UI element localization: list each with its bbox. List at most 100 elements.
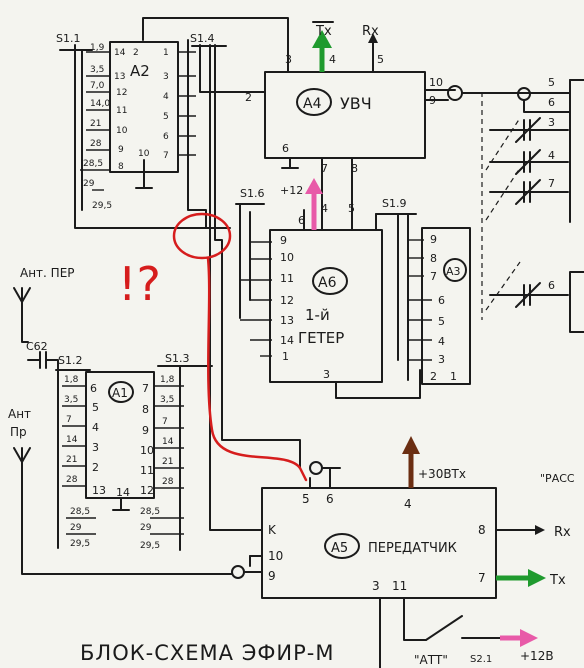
a1-pin: 2: [92, 461, 99, 474]
a2-pin: 2: [133, 48, 139, 58]
a3-label: A3: [446, 265, 461, 278]
a6-pin: 6: [298, 214, 305, 227]
a6-pin: 12: [280, 294, 294, 307]
a2-pin: 13: [114, 72, 125, 82]
a2-pin: 11: [116, 106, 127, 116]
a1-pin: 4: [92, 421, 99, 434]
a5-pin: 11: [392, 579, 407, 593]
s1-2-tap: 29,5: [70, 539, 90, 549]
a5-pin: 5: [302, 492, 310, 506]
antenna-pr: Ант Пр: [8, 407, 263, 579]
a6-pin: 10: [280, 251, 294, 264]
a2-label: A2: [130, 62, 150, 80]
a4-pin: 8: [351, 162, 358, 175]
a1-pin: 5: [92, 401, 99, 414]
s1-1-tap: 7,0: [90, 81, 105, 91]
a5-name: ПЕРЕДАТЧИК: [368, 541, 457, 556]
a5-pin: 9: [268, 569, 276, 583]
a5-pin: 10: [268, 549, 283, 563]
s1-1-tap: 28: [90, 139, 102, 149]
a2-pin: 3: [163, 72, 169, 82]
right-pin: 6: [548, 96, 555, 109]
s1-2-tap: 7: [66, 415, 72, 425]
a5-pin: 6: [326, 492, 334, 506]
a5-pin: 4: [404, 497, 412, 511]
switch-s1-1: S1.1 1,9 3,5 7,0 14,0 21 28 28,5 29 29,5: [56, 32, 112, 211]
switch-s1-4: S1.4: [190, 32, 227, 47]
right-pin: 5: [548, 76, 555, 89]
a1-pin: 9: [142, 424, 149, 437]
a5-pin: K: [268, 523, 277, 537]
a1-pin: 13: [92, 484, 106, 497]
switch-s1-9: S1.9: [375, 197, 417, 381]
att-label: "АТТ": [414, 653, 448, 667]
a1-pin: 12: [140, 484, 154, 497]
a3-pin: 5: [438, 315, 445, 328]
s1-1-tap: 21: [90, 119, 101, 129]
a2-pin: 9: [118, 145, 124, 155]
s1-3-tap: 3,5: [160, 395, 174, 405]
a2-pin: 6: [163, 132, 169, 142]
tx-right-label: Tx: [549, 573, 566, 588]
ant-pr-label-2: Пр: [10, 425, 27, 439]
a5-pin: 8: [478, 523, 486, 537]
red-annotation: !?: [118, 212, 308, 482]
right-pin: 6: [548, 279, 555, 292]
a5-label: A5: [331, 541, 348, 556]
a6-name-line1: 1-й: [305, 306, 330, 324]
a1-pin: 8: [142, 403, 149, 416]
s1-3-tap: 14: [162, 437, 174, 447]
a2-pin: 1: [163, 48, 169, 58]
right-pin: 7: [548, 177, 555, 190]
a3-pin: 2: [430, 370, 437, 383]
a6-pin: 9: [280, 234, 287, 247]
a3-pin: 1: [450, 370, 457, 383]
s1-1-tap: 29: [83, 179, 95, 189]
a2-pin: 10: [116, 126, 128, 136]
a6-pin: 4: [321, 202, 328, 215]
tx-top-label: Tx: [315, 24, 332, 39]
right-pin: 3: [548, 116, 555, 129]
a2-pin: 5: [163, 112, 169, 122]
a4-pin: 7: [321, 162, 328, 175]
s1-3-tap: 1,8: [160, 375, 175, 385]
a1-pin: 6: [90, 382, 97, 395]
block-a1: A1 6 5 4 3 2 13 7 8 9 10 11 12 14: [85, 371, 155, 511]
s1-1-tap: 3,5: [90, 65, 104, 75]
s1-1-tap: 28,5: [83, 159, 103, 169]
s1-3-tap: 28: [162, 477, 174, 487]
s1-2-tap: 14: [66, 435, 78, 445]
s1-3-label: S1.3: [165, 352, 189, 365]
a6-label: A6: [318, 275, 337, 291]
a5-pin: 7: [478, 571, 486, 585]
a6-pin: 14: [280, 334, 294, 347]
a6-pin: 11: [280, 272, 294, 285]
plus12b-label: +12В: [520, 649, 554, 663]
plus30-label: +30ВTx: [418, 467, 466, 481]
a3-pin: 3: [438, 353, 445, 366]
s1-1-tap: 1,9: [90, 43, 105, 53]
a1-pin: 3: [92, 441, 99, 454]
block-a5: A5 ПЕРЕДАТЧИК 5 6 4 K 10 9 8 7 3 11 +30В…: [249, 436, 575, 668]
a2-pin: 10: [138, 149, 150, 159]
a3-pin: 6: [438, 294, 445, 307]
ant-pr-label-1: Ант: [8, 407, 31, 421]
c62-label: C62: [26, 340, 48, 353]
question-annotation: !?: [118, 257, 161, 311]
a1-pin: 7: [142, 382, 149, 395]
s1-2-tap: 28: [66, 475, 78, 485]
a1-pin: 11: [140, 464, 154, 477]
a3-pin: 7: [430, 270, 437, 283]
s1-1-tap: 14,0: [90, 99, 110, 109]
a5-pin: 3: [372, 579, 380, 593]
a3-pin: 9: [430, 233, 437, 246]
s1-2-tap: 28,5: [70, 507, 90, 517]
top-wiring: [74, 17, 301, 531]
a6-pin: 13: [280, 314, 294, 327]
a4-name: УВЧ: [340, 94, 372, 113]
a4-pin: 10: [429, 76, 443, 89]
a4-pin: 2: [245, 91, 252, 104]
a2-pin: 7: [163, 151, 169, 161]
rx-top-label: Rx: [362, 24, 379, 39]
